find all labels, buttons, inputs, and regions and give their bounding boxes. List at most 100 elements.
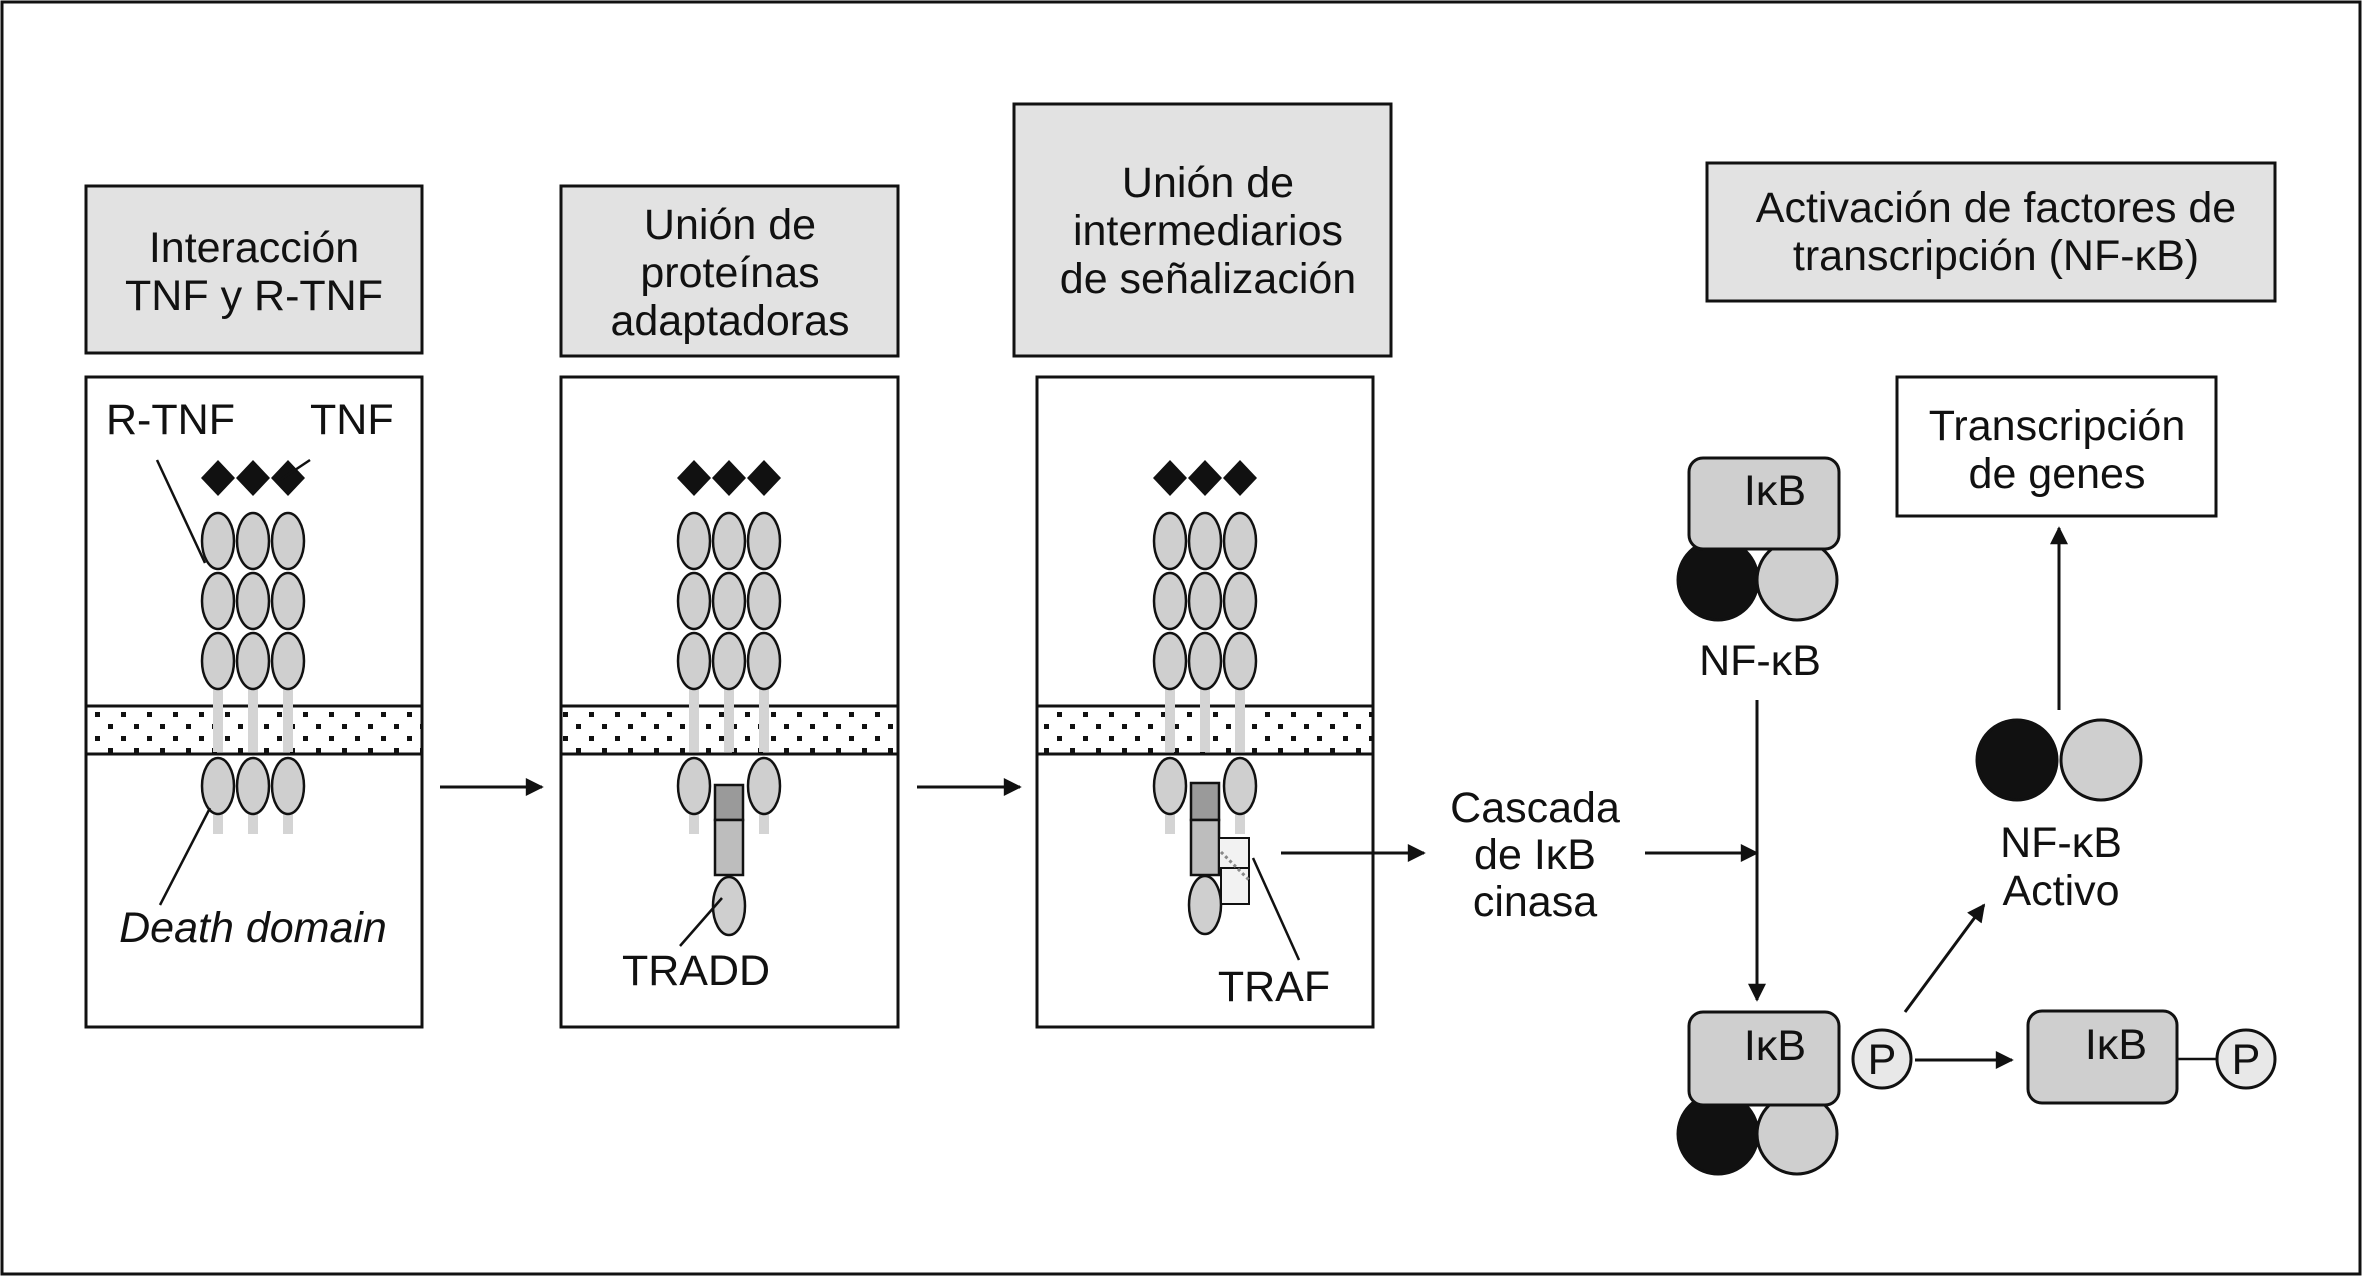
receptor-extracellular-domain [746,511,782,571]
receptor-extracellular-domain [1222,631,1258,691]
active-nfkb-light-subunit [2059,718,2143,802]
phosphate-group [1851,1028,1913,1090]
tnf-ligand-diamond [677,460,711,496]
free-ikb-label: IκB [2085,1021,2147,1069]
gene-transcription-line2: de genes [1969,450,2146,498]
receptor-transmembrane-stalk [248,676,258,752]
receptor-extracellular-domain [270,631,306,691]
ikb-label: IκB [1744,467,1806,515]
receptor-extracellular-domain [1222,571,1258,631]
gene-transcription-line1: Transcripción [1929,402,2186,450]
receptor-extracellular-domain [1222,511,1258,571]
receptor-transmembrane-stalk [1165,676,1175,752]
traf-hatch [1219,850,1251,882]
tradd-death-domain [1187,874,1223,936]
cascade-label-line1: Cascada [1450,784,1620,832]
tradd-leader-line [679,897,723,947]
receptor-transmembrane-stalk [283,676,293,752]
receptor-transmembrane-stalk [689,676,699,752]
panel-signaling-intermediates: Unión de intermediarios de señalización … [1012,102,1393,1029]
panel2-header-line2: proteínas [640,249,819,297]
tradd-lower-segment [713,818,745,877]
panel4-header-box [1705,161,2277,303]
traf-label: TRAF [1218,963,1330,1011]
receptor-extracellular-domain [676,631,712,691]
receptor-extracellular-domain [270,511,306,571]
receptor-extracellular-domain [1187,631,1223,691]
phosphate-group [2215,1028,2277,1090]
ikb-inhibitor [1687,1010,1841,1107]
nfkb-light-subunit [1755,538,1839,622]
cascade-label-line2: de IκB [1474,831,1596,879]
tradd-lower-segment [1189,818,1221,877]
panel1-header-line2: TNF y R-TNF [125,272,383,320]
tnf-ligand-diamond [747,460,781,496]
receptor-extracellular-domain [711,631,747,691]
receptor-extracellular-domain [235,511,271,571]
ligand-leader-line [279,458,311,482]
receptor-death-domain [1152,756,1188,816]
receptor-death-domain [235,756,271,816]
tnf-receptor-complex [200,460,306,834]
panel1-header-box [84,184,424,355]
active-nfkb-label-line1: NF-κB [2000,819,2122,867]
receptor-extracellular-domain [1152,571,1188,631]
panel-adapter-binding: Unión de proteínas adaptadoras TRADD [559,184,900,1029]
tradd-label: TRADD [622,947,770,995]
panel3-header-line2: intermediarios [1073,207,1343,255]
receptor-death-domain [1222,756,1258,816]
receptor-extracellular-domain [711,571,747,631]
receptor-death-domain [270,756,306,816]
tnf-receptor-complex [1152,460,1258,834]
receptor-extracellular-domain [1187,571,1223,631]
phosphate-label: P [2232,1036,2261,1084]
panel3-header-line3: de señalización [1060,255,1356,303]
receptor-extracellular-domain [270,571,306,631]
active-nfkb-label-line2: Activo [2002,867,2119,915]
death-domain-label: Death domain [119,904,387,952]
panel3-header-box [1012,102,1393,358]
panel1-header-line1: Interacción [149,224,359,272]
receptor-extracellular-domain [746,631,782,691]
traf-leader-line [1251,857,1301,961]
panel2-header-line3: adaptadoras [610,297,849,345]
tradd-upper-segment [713,783,745,822]
receptor-death-domain [676,756,712,816]
tnf-receptor-complex [676,460,782,834]
receptor-death-domain [746,756,782,816]
nfkb-dark-subunit [1676,538,1760,622]
tradd-upper-segment [1189,781,1221,822]
receptor-extracellular-domain [1152,511,1188,571]
phosphate-label: P [1868,1036,1897,1084]
receptor-extracellular-domain [235,631,271,691]
receptor-label: R-TNF [106,396,235,444]
panel4-header-line1: Activación de factores de [1756,184,2236,232]
ligand-label: TNF [310,396,394,444]
arrow-to-active-nfkb [1903,903,1986,1013]
panel-nfkb-activation: Activación de factores de transcripción … [1676,161,2277,1176]
ikb-inhibitor [1687,456,1841,551]
death-domain-leader-line [158,807,212,906]
receptor-extracellular-domain [200,511,236,571]
panel3-header-line1: Unión de [1122,159,1294,207]
tnf-ligand-diamond [1188,460,1222,496]
receptor-death-domain [200,756,236,816]
nfkb-label: NF-κB [1699,637,1821,685]
receptor-transmembrane-stalk [1200,676,1210,752]
tradd-death-domain [711,875,747,937]
receptor-extracellular-domain [1187,511,1223,571]
receptor-extracellular-domain [200,571,236,631]
tnf-ligand-diamond [712,460,746,496]
receptor-extracellular-domain [1152,631,1188,691]
tnf-ligand-diamond [236,460,270,496]
tnf-ligand-diamond [1153,460,1187,496]
active-nfkb-dark-subunit [1975,718,2059,802]
cascade-label-line3: cinasa [1473,878,1597,926]
receptor-leader-line [155,459,207,564]
receptor-extracellular-domain [711,511,747,571]
receptor-extracellular-domain [676,511,712,571]
panel-tnf-interaction: Interacción TNF y R-TNF R-TNF TNF Death … [84,184,424,1029]
receptor-extracellular-domain [676,571,712,631]
receptor-transmembrane-stalk [213,676,223,752]
